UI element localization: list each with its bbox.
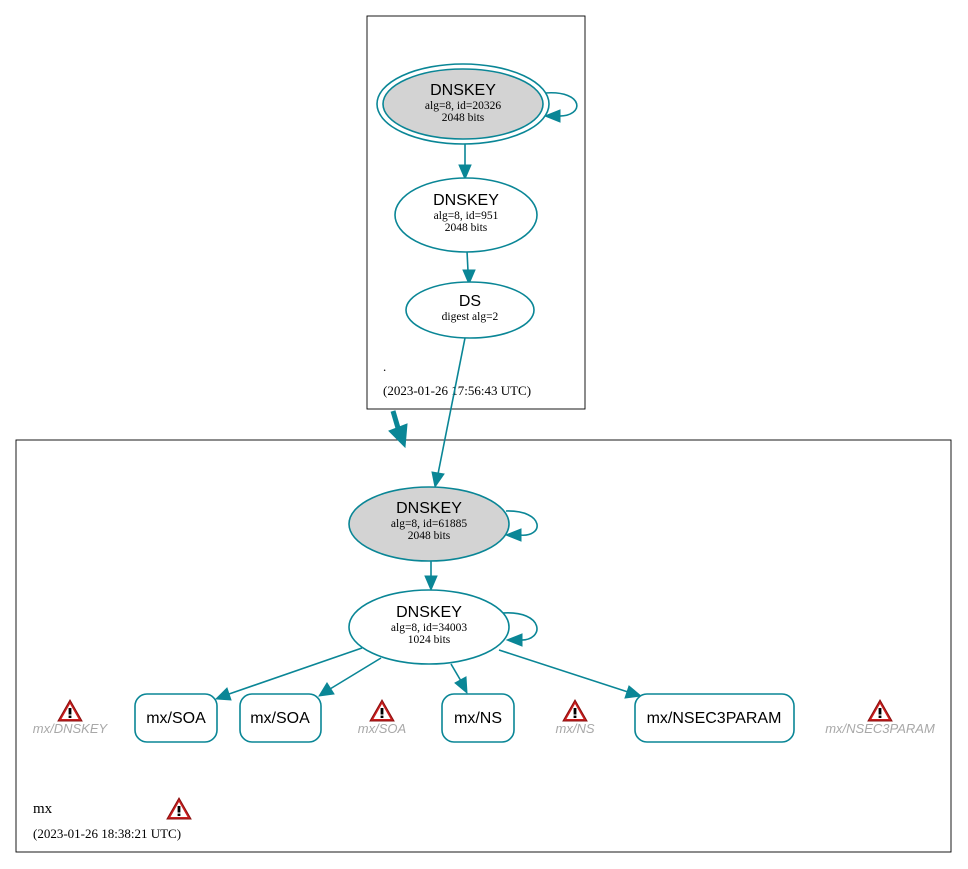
arrowhead (214, 687, 232, 701)
root-zsk-node[interactable]: DNSKEY alg=8, id=951 2048 bits (394, 177, 538, 253)
node-title: DNSKEY (430, 82, 496, 99)
warning-icon (166, 797, 192, 820)
arrowhead (318, 682, 335, 697)
warning-mx-dnskey[interactable]: mx/DNSKEY (33, 699, 109, 736)
delegation-edge (390, 410, 401, 429)
warning-icon (369, 699, 395, 722)
warning-label: mx/DNSKEY (33, 721, 109, 736)
arrowhead (624, 685, 643, 699)
root-zone-box (366, 15, 586, 410)
node-detail: 2048 bits (408, 530, 451, 542)
mx-zone-cluster: mx (2023-01-26 18:38:21 UTC) (15, 439, 952, 853)
arrowhead (504, 528, 522, 542)
node-title: DNSKEY (433, 192, 499, 209)
mx-zone-box (15, 439, 952, 853)
node-detail: alg=8, id=34003 (391, 622, 467, 634)
arrowhead (431, 471, 445, 489)
warning-mx-ns[interactable]: mx/NS (556, 699, 595, 736)
root-zone-cluster: . (2023-01-26 17:56:43 UTC) (366, 15, 586, 410)
warning-label: mx/SOA (358, 721, 406, 736)
warning-label: mx/NSEC3PARAM (825, 721, 935, 736)
mx-ksk-node[interactable]: DNSKEY alg=8, id=61885 2048 bits (348, 486, 510, 562)
node-detail: digest alg=2 (442, 311, 499, 323)
self-loop-edge (505, 510, 538, 536)
root-ds-node[interactable]: DS digest alg=2 (405, 281, 535, 339)
root-zone-name: . (383, 359, 386, 374)
arrowhead (388, 423, 408, 449)
arrowhead (424, 575, 438, 592)
arrowhead (454, 676, 468, 695)
self-loop-edge (501, 612, 538, 641)
zsk-to-rrset-edge (329, 657, 382, 690)
mx-zsk-node[interactable]: DNSKEY alg=8, id=34003 1024 bits (348, 589, 510, 665)
warning-icon (867, 699, 893, 722)
node-title: DS (459, 293, 481, 310)
zsk-to-ds-edge (466, 250, 469, 272)
rrset-node-ns[interactable]: mx/NS (441, 693, 515, 743)
warning-icon (57, 699, 83, 722)
arrowhead (462, 269, 476, 286)
arrowhead (505, 633, 523, 647)
arrowhead (543, 109, 561, 123)
warning-mx-nsec3param[interactable]: mx/NSEC3PARAM (825, 699, 935, 736)
edges (214, 92, 643, 701)
zsk-to-rrset-edge (228, 647, 363, 695)
rrset-node-nsec3param[interactable]: mx/NSEC3PARAM (634, 693, 795, 743)
zsk-to-rrset-edge (498, 649, 629, 693)
node-detail: 1024 bits (408, 634, 451, 646)
node-title: DNSKEY (396, 500, 462, 517)
rrset-node-soa-1[interactable]: mx/SOA (134, 693, 218, 743)
rrset-label: mx/NS (454, 710, 502, 727)
node-detail: 2048 bits (442, 112, 485, 124)
warning-mx-soa[interactable]: mx/SOA (358, 699, 406, 736)
warning-label: mx/NS (556, 721, 595, 736)
arrowhead (458, 164, 472, 181)
root-ksk-node[interactable]: DNSKEY alg=8, id=20326 2048 bits (376, 63, 550, 145)
root-zone-timestamp: (2023-01-26 17:56:43 UTC) (383, 383, 531, 398)
ds-to-mx-ksk-edge (437, 337, 466, 475)
rrset-node-soa-2[interactable]: mx/SOA (239, 693, 322, 743)
rrset-label: mx/NSEC3PARAM (647, 710, 782, 727)
node-title: DNSKEY (396, 604, 462, 621)
rrset-label: mx/SOA (250, 710, 310, 727)
node-detail: alg=8, id=20326 (425, 100, 501, 112)
node-detail: 2048 bits (445, 222, 488, 234)
zsk-to-rrset-edge (450, 663, 462, 682)
warning-icon (562, 699, 588, 722)
node-detail: alg=8, id=951 (434, 210, 499, 222)
node-detail: alg=8, id=61885 (391, 518, 467, 530)
mx-zone-timestamp: (2023-01-26 18:38:21 UTC) (33, 826, 181, 841)
rrset-label: mx/SOA (146, 710, 206, 727)
mx-zone-name: mx (33, 801, 53, 817)
self-loop-edge (544, 92, 578, 117)
